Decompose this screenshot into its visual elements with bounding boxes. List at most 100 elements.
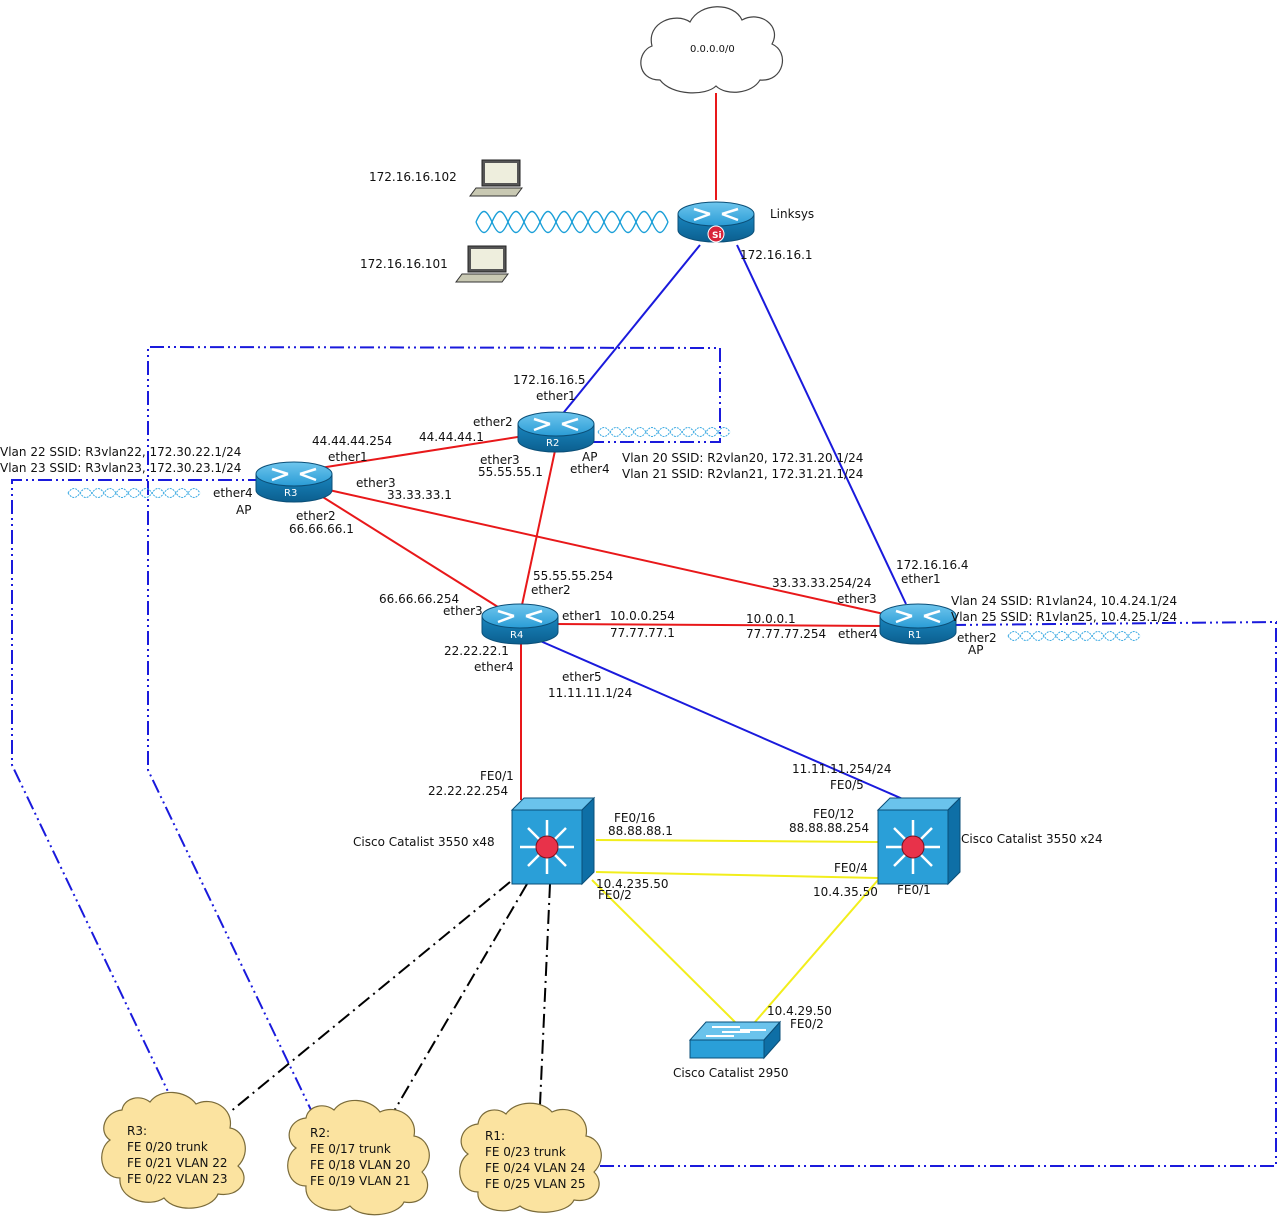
switch-front (689, 1039, 765, 1059)
r3-ether3: ether3 (356, 476, 396, 490)
wireless-wave-r1 (1007, 631, 1141, 641)
r2-vlan20: Vlan 20 SSID: R2vlan20, 172.31.20.1/24 (622, 451, 863, 465)
router-r1[interactable]: R1 (878, 602, 958, 646)
r3-ap: AP (236, 503, 251, 517)
link-linksys-r1 (736, 244, 907, 605)
cloud-r1-title: R1: (485, 1129, 505, 1143)
link-linksys-r2 (555, 244, 701, 423)
r4-ether4: ether4 (474, 660, 514, 674)
sw2950-fe02: FE0/2 (790, 1017, 824, 1031)
r4-ether3: ether3 (443, 604, 483, 618)
r4-ether4-ip: 22.22.22.1 (444, 644, 509, 658)
sw24-ip-35: 10.4.35.50 (813, 885, 878, 899)
sw24-fe012-ip: 88.88.88.254 (789, 821, 869, 835)
sw48-name: Cisco Catalist 3550 x48 (353, 835, 495, 849)
router-r3[interactable]: R3 (254, 460, 334, 504)
r1-ip: 172.16.16.4 (896, 558, 969, 572)
r1-ether2: ether2 (957, 631, 997, 645)
r4-ether2-ip: 55.55.55.254 (533, 569, 613, 583)
laptop-2[interactable] (455, 245, 509, 283)
sw24-fe04: FE0/4 (834, 861, 868, 875)
cloud-r3-line3: FE 0/22 VLAN 23 (127, 1172, 228, 1186)
cloud-r2[interactable]: R2: FE 0/17 trunk FE 0/18 VLAN 20 FE 0/1… (287, 1099, 430, 1216)
switch-arrows-icon (706, 1026, 766, 1037)
r2-ether2: ether2 (473, 415, 513, 429)
wireless-wave-linksys (475, 210, 669, 234)
cloud-r3[interactable]: R3: FE 0/20 trunk FE 0/21 VLAN 22 FE 0/2… (101, 1091, 246, 1209)
laptop-1[interactable] (469, 159, 523, 197)
router-r2[interactable]: R2 (516, 410, 596, 454)
link-r4-r1 (553, 623, 885, 627)
sw48-fe02: FE0/2 (598, 888, 632, 902)
cloud-r2-line2: FE 0/18 VLAN 20 (310, 1158, 411, 1172)
router-r4[interactable]: R4 (480, 602, 560, 646)
linksys-router[interactable]: Si (676, 200, 756, 244)
internet-cloud-label: 0.0.0.0/0 (690, 44, 735, 55)
router-r2-label: R2 (546, 438, 559, 449)
link-sw48-sw24-a (595, 839, 879, 843)
r3-ether4: ether4 (213, 486, 253, 500)
r4-ether1: ether1 (562, 609, 602, 623)
sw48-fe01: FE0/1 (480, 769, 514, 783)
cloud-r1-line2: FE 0/24 VLAN 24 (485, 1161, 586, 1175)
r2-ether3: ether3 (480, 453, 520, 467)
sw48-fe016: FE0/16 (614, 811, 655, 825)
r2-ether1: ether1 (536, 389, 576, 403)
vlan-path-r3 (11, 479, 262, 1101)
r2-ether3-ip: 55.55.55.1 (478, 465, 543, 479)
r3-ether3-ip: 33.33.33.1 (387, 488, 452, 502)
sw24-fe012: FE0/12 (813, 807, 854, 821)
r1-ether1: ether1 (901, 572, 941, 586)
link-r3-r4 (317, 493, 499, 608)
r1-ip-b: 77.77.77.254 (746, 627, 826, 641)
r1-ip-a: 10.0.0.1 (746, 612, 796, 626)
r3-vlan23: Vlan 23 SSID: R3vlan23, 172.30.23.1/24 (0, 461, 241, 475)
vlan-path-r2 (147, 345, 721, 1113)
sw24-ip: 11.11.11.254/24 (792, 762, 891, 776)
laptop-icon (455, 245, 509, 283)
r4-ether5: ether5 (562, 670, 602, 684)
trunk-r2 (389, 883, 528, 1119)
r2-ip: 172.16.16.5 (513, 373, 586, 387)
sw24-name: Cisco Catalist 3550 x24 (961, 832, 1103, 846)
internet-cloud[interactable]: 0.0.0.0/0 (640, 6, 783, 94)
router-r3-label: R3 (284, 488, 297, 499)
r1-ether3: ether3 (837, 592, 877, 606)
r4-ether2: ether2 (531, 583, 571, 597)
laptop-2-ip: 172.16.16.101 (360, 257, 448, 271)
wireless-wave-r2 (597, 427, 731, 437)
linksys-name: Linksys (770, 207, 814, 221)
r4-ether5-ip: 11.11.11.1/24 (548, 686, 632, 700)
cloud-r2-title: R2: (310, 1126, 330, 1140)
links (11, 93, 1277, 1167)
r3-ether1: ether1 (328, 450, 368, 464)
switch-2950[interactable] (688, 1020, 782, 1060)
r1-ether3-ip: 33.33.33.254/24 (772, 576, 871, 590)
cloud-r3-line2: FE 0/21 VLAN 22 (127, 1156, 228, 1170)
sw48-ip-235: 10.4.235.50 (596, 877, 669, 891)
linksys-ip: 172.16.16.1 (740, 248, 813, 262)
r2-vlan21: Vlan 21 SSID: R2vlan21, 172.31.21.1/24 (622, 467, 863, 481)
switch-3550-x48[interactable] (510, 796, 596, 886)
cloud-r1[interactable]: R1: FE 0/23 trunk FE 0/24 VLAN 24 FE 0/2… (459, 1102, 602, 1213)
sw2950-name: Cisco Catalist 2950 (673, 1066, 789, 1080)
r4-ether1-ip-b: 77.77.77.1 (610, 626, 675, 640)
link-sw24-sw2950 (754, 879, 879, 1023)
sw24-fe05: FE0/5 (830, 778, 864, 792)
r2-ap: AP (582, 450, 597, 464)
vlan-path-r1 (598, 620, 1277, 1167)
r1-vlan25: Vlan 25 SSID: R1vlan25, 10.4.25.1/24 (951, 610, 1177, 624)
r1-ap: AP (968, 643, 983, 657)
r3-ether2-ip: 66.66.66.1 (289, 522, 354, 536)
router-r4-label: R4 (510, 630, 523, 641)
trunk-r3 (229, 881, 511, 1113)
r1-ether4: ether4 (838, 627, 878, 641)
router-r1-label: R1 (908, 630, 921, 641)
link-r2-r3 (319, 435, 525, 469)
switch-3550-x24[interactable] (876, 796, 962, 886)
sw2950-ip: 10.4.29.50 (767, 1004, 832, 1018)
link-sw48-sw24-b (595, 871, 879, 879)
r2-ether4: ether4 (570, 462, 610, 476)
link-r4-sw24 (537, 639, 906, 801)
r1-vlan24: Vlan 24 SSID: R1vlan24, 10.4.24.1/24 (951, 594, 1177, 608)
